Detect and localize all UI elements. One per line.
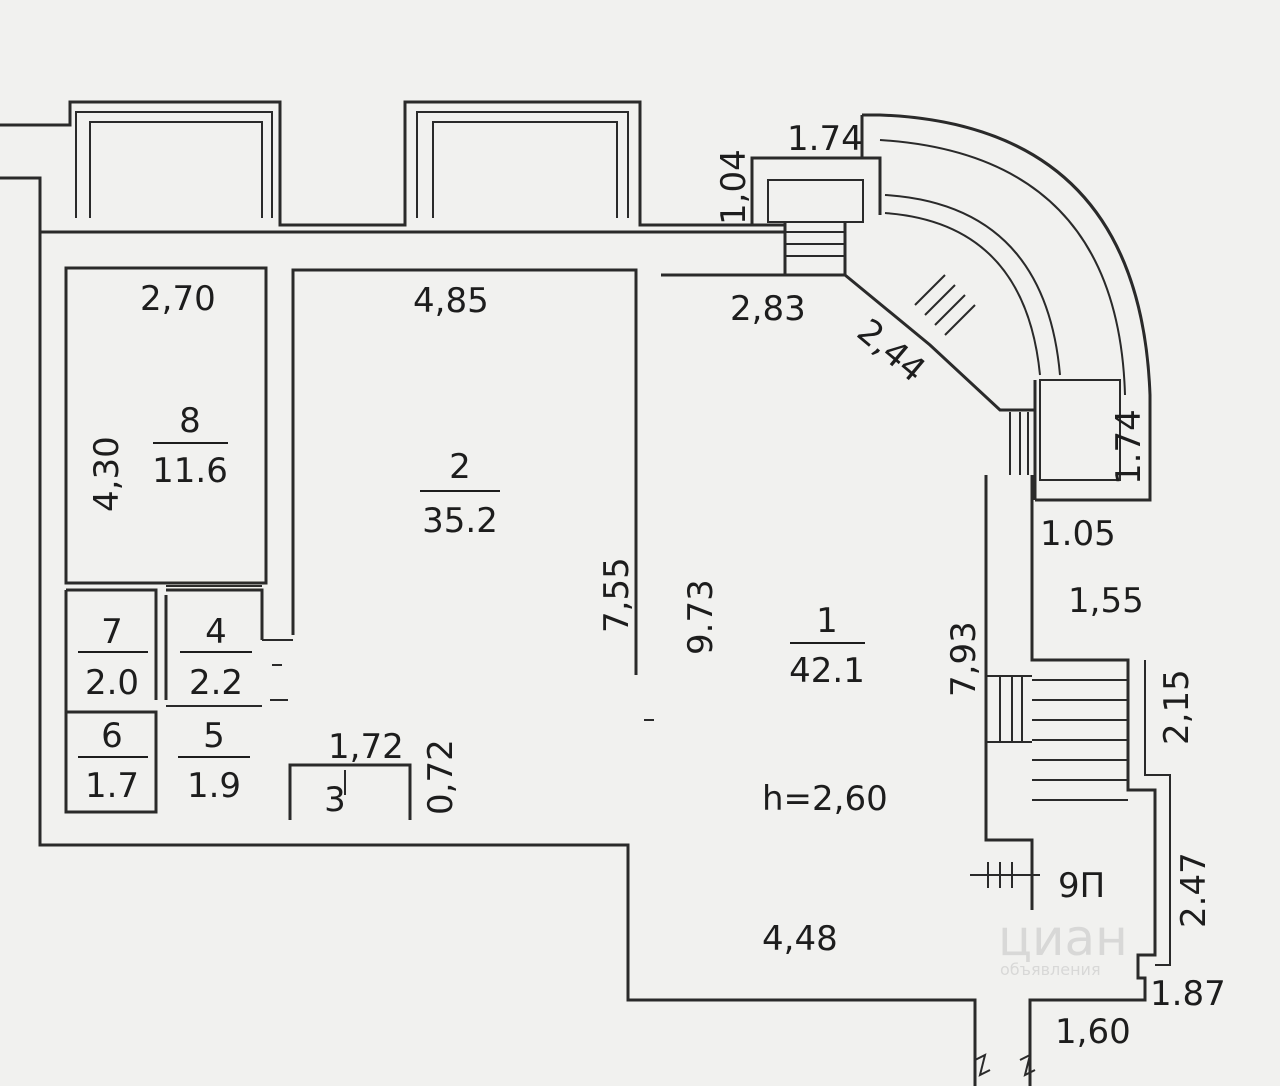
watermark: циан объявления (998, 909, 1128, 979)
window-hatch-diagonal (914, 274, 976, 336)
window-hatch-mid-right (986, 675, 1032, 743)
dim-2-47: 2.47 (1174, 852, 1214, 928)
room-label-8: 8 11.6 (152, 401, 228, 491)
room-3-number: 3 (324, 780, 346, 820)
dim-9-73: 9.73 (681, 579, 721, 655)
room-5-number: 5 (203, 716, 225, 756)
room-8-number: 8 (179, 401, 201, 441)
small-rooms (64, 585, 293, 814)
room-6-area: 1.7 (85, 766, 139, 806)
room-1-number: 1 (816, 601, 838, 641)
stair-treads (1032, 679, 1128, 801)
room-2-number: 2 (449, 447, 471, 487)
room-label-6: 6 1.7 (78, 716, 148, 806)
window-hatch-right (1009, 412, 1029, 475)
dim-0-72: 0,72 (421, 739, 461, 815)
dim-4-85: 4,85 (413, 281, 489, 321)
room-3-outline (288, 763, 412, 820)
room-8-outline (64, 266, 268, 585)
dim-1-87: 1.87 (1150, 974, 1226, 1014)
dim-7-93: 7,93 (944, 621, 984, 697)
dim-7-55: 7,55 (597, 557, 637, 633)
room-label-4: 4 2.2 (180, 612, 252, 703)
dim-4-48: 4,48 (762, 919, 838, 959)
room-1-area: 42.1 (789, 651, 865, 691)
dim-2-83: 2,83 (730, 289, 806, 329)
stair-room-label: 9П (1058, 866, 1105, 906)
outer-walls (0, 100, 977, 1086)
room-2-area: 35.2 (422, 501, 498, 541)
dim-1-60: 1,60 (1055, 1012, 1131, 1052)
room-2-outline (291, 268, 638, 675)
room-5-area: 1.9 (187, 766, 241, 806)
watermark-sub: объявления (1000, 960, 1101, 979)
dim-2-15: 2,15 (1157, 669, 1197, 745)
room-6-number: 6 (101, 716, 123, 756)
corner-bay (750, 113, 1152, 502)
room-4-area: 2.2 (189, 663, 243, 703)
room-label-1: 1 42.1 (789, 601, 865, 691)
room-label-7: 7 2.0 (78, 612, 148, 703)
room-7-area: 2.0 (85, 663, 139, 703)
dim-4-30: 4,30 (87, 436, 127, 512)
dim-1-72: 1,72 (328, 727, 404, 767)
room-4-number: 4 (205, 612, 227, 652)
window-hatch-top (785, 231, 845, 257)
room-8-area: 11.6 (152, 451, 228, 491)
dim-1-74-top: 1.74 (787, 119, 863, 159)
watermark-brand: циан (998, 909, 1128, 967)
dim-1-05: 1.05 (1040, 514, 1116, 554)
dim-1-74-right: 1.74 (1109, 409, 1149, 485)
dim-1-04: 1,04 (714, 149, 754, 225)
dim-2-70: 2,70 (140, 279, 216, 319)
room-7-number: 7 (101, 612, 123, 652)
dim-1-55: 1,55 (1068, 581, 1144, 621)
right-walls (970, 475, 1171, 1086)
room-label-5: 5 1.9 (178, 716, 250, 806)
dim-2-44: 2,44 (849, 311, 933, 390)
room-label-2: 2 35.2 (420, 447, 500, 541)
ceiling-height: h=2,60 (762, 779, 888, 819)
